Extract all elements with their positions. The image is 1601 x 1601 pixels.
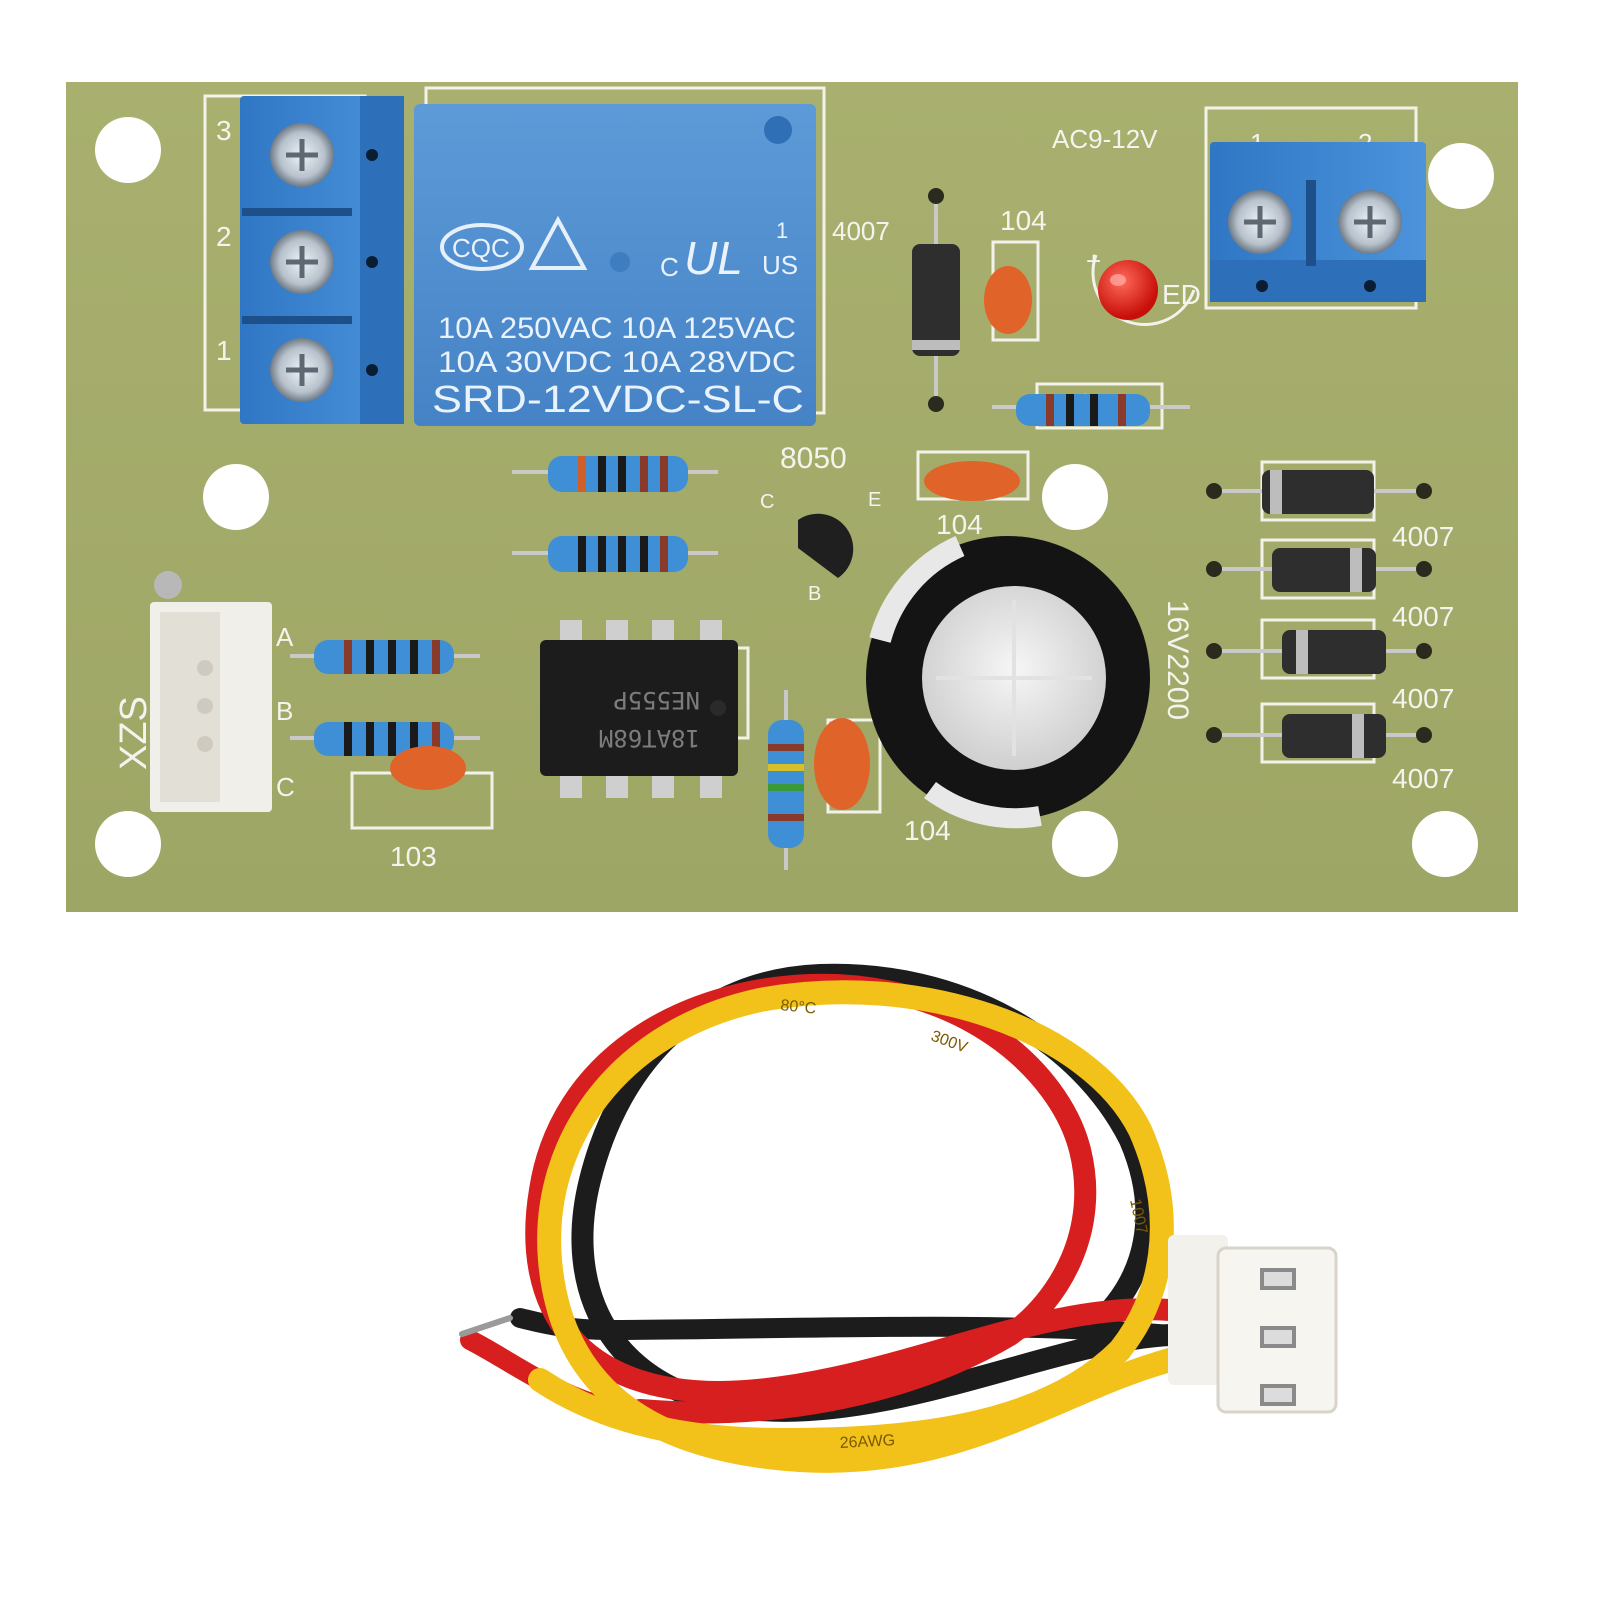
screw-icon[interactable] [1228,190,1292,254]
ic-marking-2: 18AT68M [599,724,700,752]
diode-right-4 [1206,714,1432,758]
resistor-2k [992,394,1190,426]
resistor [512,536,718,572]
screw-icon[interactable] [270,123,334,187]
cqc-logo-icon: CQC [440,223,524,271]
ul-us: US [762,250,798,280]
diode-right-2 [1206,548,1432,592]
connector-label: XZS [113,696,155,770]
power-label: AC9-12V [1052,124,1158,154]
cable-mark-awg: 26AWG [839,1432,895,1452]
ul-mark: UL [684,232,743,284]
led-icon [1098,260,1158,320]
ul-1: 1 [776,218,788,243]
cable-mark-temp: 80°C [780,997,817,1018]
resistor [290,722,480,756]
ic-ne555: NE555P 18AT68M [540,620,738,798]
power-terminal-block [1210,142,1426,302]
diode-right-1-label: 4007 [1392,521,1454,552]
ceramic-cap-top [984,266,1032,334]
ceramic-cap-bottom [814,718,870,810]
resistor-vertical [768,690,804,870]
resistor [290,640,480,674]
relay-pin-3: 3 [216,115,232,146]
resistor [512,456,718,492]
relay-terminal-block [240,96,404,424]
diode-right-3 [1206,630,1432,674]
cap-bottom-label: 104 [904,815,951,846]
svg-text:CQC: CQC [452,233,510,263]
led-plus: + [1086,246,1101,276]
relay-rating-1: 10A 250VAC 10A 125VAC [438,312,796,345]
elcap-label: 16V2200 [1161,600,1194,720]
screw-icon[interactable] [270,338,334,402]
diode-right-4-label: 4007 [1392,763,1454,794]
connector-pin-b: B [276,696,293,726]
transistor-pin-e: E [868,489,881,511]
transistor-label: 8050 [780,442,847,475]
diode-right-3-label: 4007 [1392,683,1454,714]
cable-connector-plug[interactable] [1168,1235,1338,1414]
relay-rating-2: 10A 30VDC 10A 28VDC [438,346,796,379]
warning-triangle-icon [528,215,588,270]
diode-right-1 [1206,470,1432,514]
led-label: ED [1162,279,1201,310]
screw-icon[interactable] [1338,190,1402,254]
cap-mid-label: 104 [936,509,983,540]
diode-top [912,188,960,412]
relay-pin-2: 2 [216,221,232,252]
diode-top-label: 4007 [832,216,890,246]
sensor-cable [459,963,1182,1473]
cap-left-label: 103 [390,841,437,872]
cable-mark-volt: 300V [929,1028,970,1057]
connector-pin-a: A [276,622,294,652]
ul-c: C [660,252,679,282]
pcb-sensor-connector[interactable] [150,571,272,812]
relay: CQC C UL 1 US 10A 250VAC 10A 125VAC 10A … [414,104,816,426]
relay-pin-1: 1 [216,335,232,366]
ceramic-cap-mid [924,461,1020,501]
diode-right-2-label: 4007 [1392,601,1454,632]
connector-pin-c: C [276,772,295,802]
relay-model: SRD-12VDC-SL-C [432,379,804,421]
electrolytic-capacitor [866,535,1150,829]
ceramic-cap-left [390,746,466,790]
mounting-holes [95,117,1494,877]
transistor-pin-b: B [808,583,821,605]
ic-marking-1: NE555P [613,686,700,714]
screw-icon[interactable] [270,230,334,294]
cap-top-label: 104 [1000,205,1047,236]
transistor-pin-c: C [760,491,774,513]
transistor-8050 [798,513,854,578]
